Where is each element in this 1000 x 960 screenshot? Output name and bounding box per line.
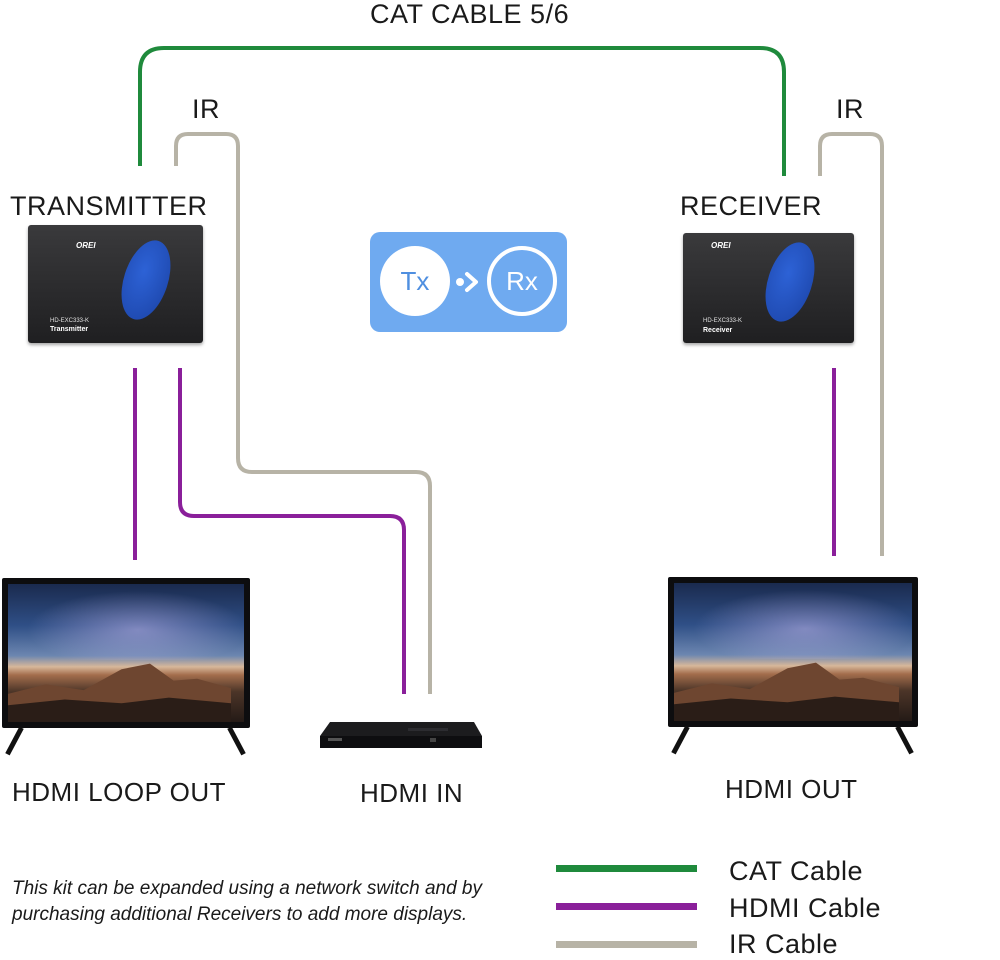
transmitter-model: HD-EXC333-K xyxy=(50,318,90,324)
receiver-role: Receiver xyxy=(703,327,733,334)
chevron-right-icon xyxy=(456,272,478,292)
ir-label-right: IR xyxy=(836,94,864,124)
hdmi-loop-out-label: HDMI LOOP OUT xyxy=(12,777,227,807)
receiver-model: HD-EXC333-K xyxy=(703,318,743,324)
receiver-brand: OREI xyxy=(711,241,731,250)
legend-hdmi-swatch xyxy=(556,903,697,910)
hdmi-in-label: HDMI IN xyxy=(360,778,464,808)
brand-swoosh-icon xyxy=(756,236,824,328)
cat-cable-label: CAT CABLE 5/6 xyxy=(370,0,570,29)
legend-cat-label: CAT Cable xyxy=(729,856,864,886)
transmitter-brand: OREI xyxy=(76,241,96,250)
tv-left xyxy=(2,578,250,758)
ir-label-left: IR xyxy=(192,94,220,124)
receiver-label: RECEIVER xyxy=(680,191,823,221)
receiver-device: OREI HD-EXC333-K Receiver xyxy=(683,233,854,343)
transmitter-label: TRANSMITTER xyxy=(10,191,208,221)
tv-picture xyxy=(674,583,912,721)
legend-ir-label: IR Cable xyxy=(729,929,839,959)
tv-right xyxy=(668,577,918,757)
mountain-graphic xyxy=(8,663,232,722)
transmitter-device: OREI HD-EXC333-K Transmitter xyxy=(28,225,203,343)
tv-picture xyxy=(8,584,244,722)
hdmi-out-label: HDMI OUT xyxy=(725,774,858,804)
hdmi-cable-in xyxy=(178,368,406,694)
expansion-note: This kit can be expanded using a network… xyxy=(12,878,482,925)
brand-swoosh-icon xyxy=(112,234,180,326)
legend-cat-swatch xyxy=(556,865,697,872)
legend-hdmi-label: HDMI Cable xyxy=(729,893,882,923)
legend-ir-swatch xyxy=(556,941,697,948)
ir-cable-left xyxy=(174,132,432,694)
tx-rx-badge: Tx Rx xyxy=(370,232,567,332)
cat-cable-line xyxy=(138,46,786,176)
transmitter-role: Transmitter xyxy=(50,326,89,333)
mountain-graphic xyxy=(674,662,900,721)
rx-circle: Rx xyxy=(487,246,557,316)
tx-circle: Tx xyxy=(380,246,450,316)
media-player-device xyxy=(320,722,482,748)
ir-cable-right xyxy=(818,132,884,556)
tv-screen xyxy=(668,577,918,727)
tv-screen xyxy=(2,578,250,728)
